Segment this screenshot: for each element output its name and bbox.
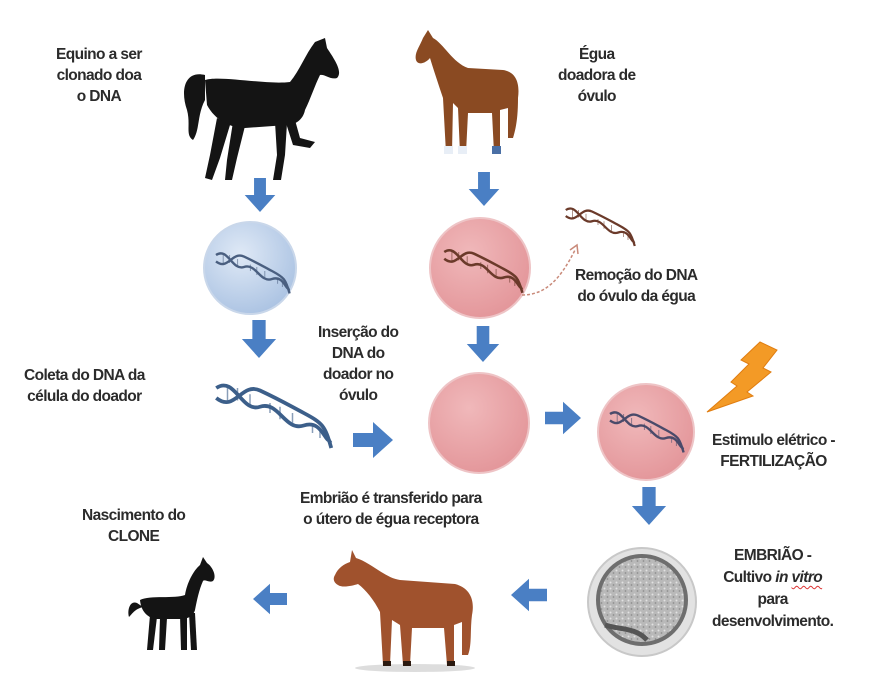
enucleated-egg-cell [428,372,530,474]
label-line: óvulo [577,88,617,105]
transfer-label: Embrião é transferido para o útero de ég… [300,488,482,530]
arrow-down-3 [240,320,278,358]
collection-label: Coleta do DNA da célula do doador [24,365,145,407]
donor-horse-label: Equino a ser clonado doa o DNA [56,44,142,107]
stimulus-label: Estimulo elétrico - FERTILIZAÇÃO [712,430,836,472]
italic-text: vitro [791,569,823,586]
arrow-left-1 [508,577,550,613]
egg-mare-label: Égua doadora de óvulo [558,44,636,107]
black-horse-icon [184,38,340,180]
arrow-right-1 [352,420,394,460]
label-line: Coleta do DNA da [24,367,145,384]
label-line: Cultivo in vitro [712,567,833,589]
donor-cell [203,221,297,315]
chestnut-mare-icon [333,550,475,672]
insertion-label: Inserção do DNA do doador no óvulo [318,322,399,406]
arrow-down-2 [467,172,501,206]
label-line: EMBRIÃO - [734,547,812,564]
label-line: Égua [579,46,615,63]
embryo-label: EMBRIÃO - Cultivo in vitro para desenvol… [712,545,834,633]
label-text: Cultivo [723,569,776,586]
arrow-down-5 [630,487,668,525]
label-line: Nascimento do [82,507,186,524]
label-line: do óvulo da égua [577,288,696,305]
label-line: para [757,591,788,608]
arrow-down-4 [465,326,501,362]
removal-arrow [521,243,579,296]
fertilized-cell [597,383,695,481]
label-line: doador no [323,366,394,383]
label-line: o DNA [76,88,122,105]
label-line: óvulo [339,387,378,404]
label-line: célula do doador [27,388,142,405]
arrow-down-1 [243,178,277,212]
embryo-icon [587,547,697,657]
black-foal-icon [128,557,215,650]
label-line: Remoção do DNA [575,267,698,284]
label-line: doadora de [558,67,636,84]
label-line: clonado doa [56,67,142,84]
label-line: Estimulo elétrico - [712,432,836,449]
label-line: desenvolvimento. [712,613,834,630]
lightning-bolt-icon [706,341,778,413]
italic-text: in [775,569,788,586]
label-line: Embrião é transferido para [300,490,482,507]
egg-cell [429,217,531,319]
label-line: Inserção do [318,324,399,341]
removal-label: Remoção do DNA do óvulo da égua [575,265,698,307]
label-line: o útero de égua receptora [303,511,479,528]
label-line: Equino a ser [56,46,142,63]
brown-mare-icon [415,30,519,154]
label-line: DNA do [331,345,385,362]
birth-label: Nascimento do CLONE [82,505,186,547]
label-line: FERTILIZAÇÃO [720,453,827,470]
arrow-right-2 [542,400,584,436]
arrow-left-2 [249,582,291,616]
donor-dna [210,368,335,458]
label-line: CLONE [108,528,160,545]
